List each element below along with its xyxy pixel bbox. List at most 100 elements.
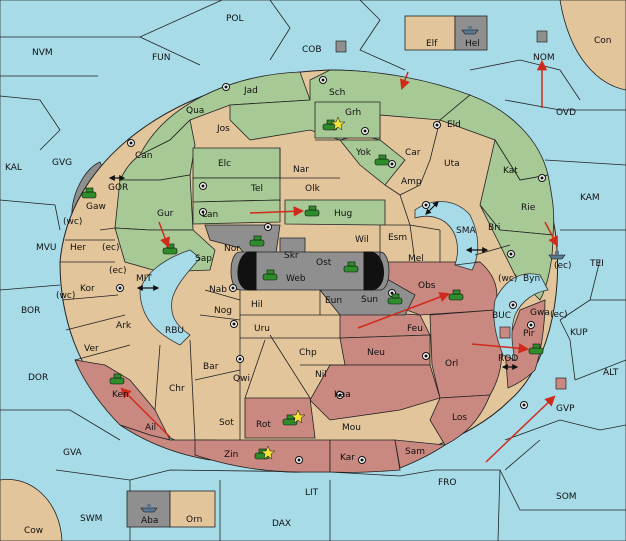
label-pol: POL [226,14,244,24]
fleet-unit[interactable] [140,504,158,513]
label-eun: Eun [325,296,342,306]
label-kat: Kat [503,166,518,176]
label-qwi: Qwi [233,374,250,384]
label-gur: Gur [157,209,174,219]
label-swm: SWM [80,514,102,524]
label-nar: Nar [293,165,309,175]
label-dor: DOR [28,373,48,383]
build-star-icon [330,116,346,131]
label-kaa: Kaa [334,390,351,400]
label-bri: Bri [488,223,500,233]
label-qua: Qua [186,106,204,116]
label-kam: KAM [580,193,600,203]
army-unit[interactable] [374,154,390,166]
label-gvp: GVP [556,404,575,414]
army-unit[interactable] [109,373,125,385]
label-mou: Mou [342,423,361,433]
label-lan: Lan [202,210,218,220]
region-elf[interactable] [404,15,456,51]
dislodged-unit[interactable] [555,377,567,390]
label-feu: Feu [407,324,423,334]
label-wc-byn: (wc) [498,274,517,284]
label-nog: Nog [214,306,232,316]
sea-buc-rod[interactable] [493,273,549,361]
label-rie: Rie [521,203,536,213]
sea-sma[interactable] [414,201,479,271]
label-kor: Kor [80,284,95,294]
label-esm: Esm [388,233,407,243]
label-sap: Sap [195,254,212,264]
army-unit[interactable] [343,261,359,273]
region-rot[interactable] [244,397,316,439]
sea-mit-rbu[interactable] [139,249,201,346]
label-sch: Sch [329,88,345,98]
label-gor: GOR [108,183,128,193]
label-pir: Pir [523,329,535,339]
label-mit: MIT [136,274,152,284]
label-kar: Kar [340,453,355,463]
label-mel: Mel [408,254,424,264]
label-tei: TEI [589,259,604,269]
region-kar[interactable] [329,439,401,473]
label-dax: DAX [272,519,291,529]
label-ec-gwa: (ec) [550,310,568,320]
label-alt: ALT [603,368,619,378]
label-gva: GVA [63,448,83,458]
dislodged-fleet[interactable] [335,40,347,53]
army-unit[interactable] [262,269,278,281]
label-nvm: NVM [32,48,53,58]
label-rod: ROD [498,354,518,364]
region-sam[interactable] [394,439,447,469]
region-tel[interactable] [192,177,281,203]
label-elf: Elf [426,39,438,49]
label-nab: Nab [209,285,227,295]
army-unit[interactable] [249,235,265,247]
label-som: SOM [556,492,577,502]
label-jos: Jos [216,124,230,134]
bridge-east [363,251,384,291]
fleet-unit[interactable] [461,26,479,35]
army-unit[interactable] [304,205,320,217]
label-ec-rie: (ec) [554,261,572,271]
label-aba: Aba [141,516,158,526]
label-fro: FRO [438,478,457,488]
label-chr: Chr [169,384,185,394]
region-yok[interactable] [339,139,406,186]
label-grh: Grh [345,108,361,118]
army-unit[interactable] [387,293,403,305]
label-kup: KUP [570,328,588,338]
bridge-west [237,251,257,291]
label-lit: LIT [305,488,319,498]
region-ken[interactable] [74,359,171,441]
label-ark: Ark [116,321,132,331]
dislodged-unit[interactable] [499,326,511,339]
label-web: Web [286,274,306,284]
label-gvg: GVG [52,158,72,168]
label-uta: Uta [444,159,460,169]
label-olk: Olk [305,184,321,194]
label-mvu: MVU [36,243,57,253]
label-buc: BUC [492,311,511,321]
army-unit[interactable] [528,343,544,355]
region-orn[interactable] [169,490,216,528]
dislodged-fleet[interactable] [536,30,548,43]
region-elc[interactable] [192,147,281,179]
label-sma: SMA [456,226,476,236]
region-lan[interactable] [192,199,281,225]
label-jad: Jad [243,86,258,96]
label-nor: Nor [224,244,240,254]
region-orl[interactable] [429,309,503,399]
region-web-ost[interactable] [230,251,390,291]
label-elc: Elc [218,159,231,169]
army-unit[interactable] [282,414,298,426]
label-sot: Sot [219,418,234,428]
region-neu[interactable] [339,334,431,366]
label-orn: Orn [186,515,202,525]
label-hel: Hel [465,39,480,49]
label-rbu: RBU [165,326,184,336]
fleet-unit[interactable] [548,251,566,260]
region-labels: POL COB Elf Hel NVM FUN NOM Con OVD Jad … [5,14,619,536]
army-unit[interactable] [81,187,97,199]
label-ec-gaw: (ec) [102,243,120,253]
